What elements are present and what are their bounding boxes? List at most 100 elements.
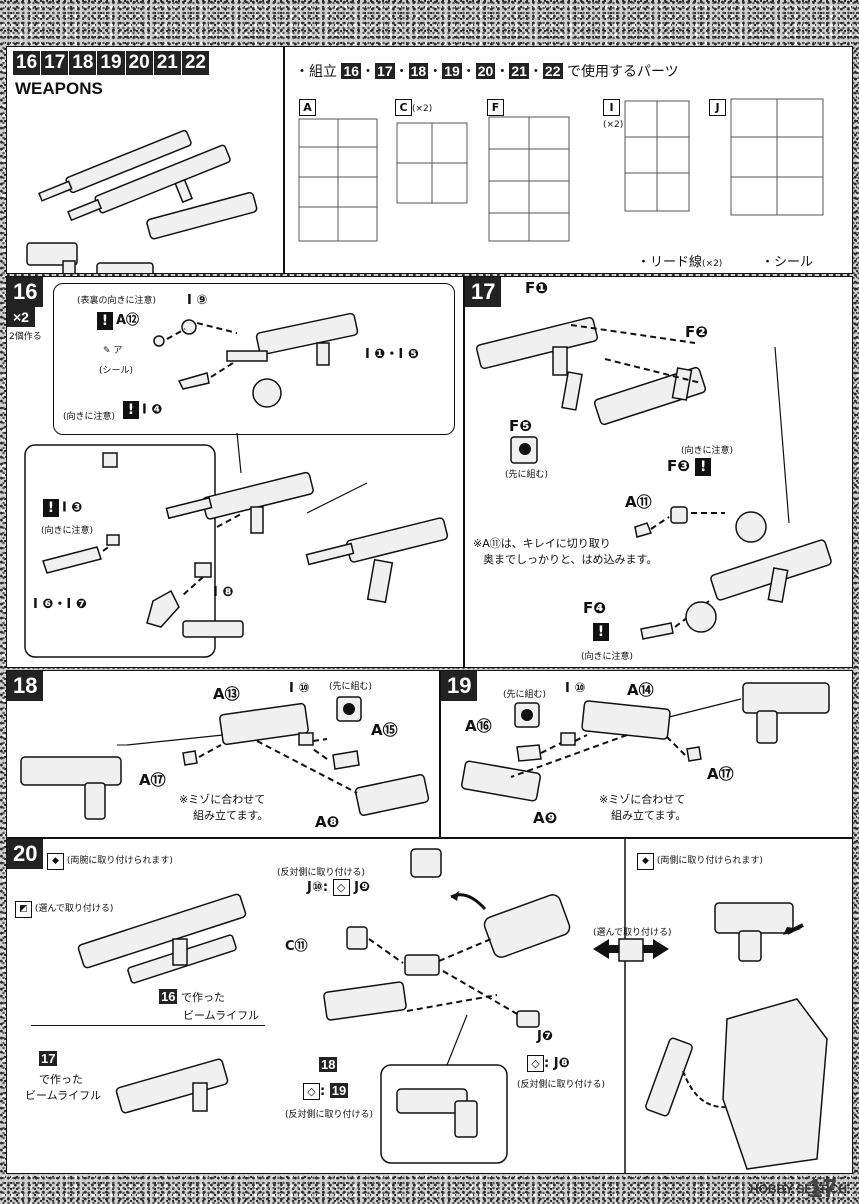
opposite-icon: ◇ bbox=[332, 879, 350, 896]
part-c11: C⑪ bbox=[285, 939, 308, 954]
note-a11-2: 奥までしっかりと、はめ込みます。 bbox=[483, 553, 658, 566]
part-f4: F❹ bbox=[583, 599, 606, 617]
runner-qty: (×2) bbox=[603, 120, 624, 130]
both-arms-note: ◆ (両腕に取り付けられます) bbox=[47, 853, 173, 870]
opposite-side-2: (反対側に取り付ける) bbox=[517, 1080, 606, 1090]
rifle-17-line2: ビームライフル bbox=[25, 1089, 102, 1102]
parts-step-19: 19 bbox=[442, 63, 462, 79]
both-arms-text: (両腕に取り付けられます) bbox=[66, 856, 173, 866]
j10-j9: J⑩: ◇ J❾ bbox=[307, 879, 370, 896]
rifle-17-step: 17 bbox=[39, 1051, 58, 1066]
runner-i: I(×2) bbox=[603, 99, 623, 130]
weapons-illustration bbox=[26, 129, 258, 273]
part-i6-i7: I ❻・I ❼ bbox=[33, 597, 87, 612]
step-num: 17 bbox=[41, 51, 69, 75]
parts-step-18: 18 bbox=[408, 63, 429, 79]
pre-assemble: (先に組む) bbox=[329, 682, 373, 692]
note-front-back: (表裏の向きに注意) bbox=[77, 296, 157, 306]
weapons-title: WEAPONS bbox=[15, 79, 103, 98]
step-17-panel: 17 F❶ F❷ F❺ (先に組む) (向きに注意) F❸ ! A⑪ ※A⑪は、… bbox=[464, 276, 853, 668]
note-line1: ※ミゾに合わせて bbox=[599, 793, 686, 806]
sides-icon: ◆ bbox=[637, 853, 654, 870]
runner-letter: J bbox=[709, 99, 726, 116]
hobby-search-watermark: HOBBY SEARCH bbox=[749, 1182, 847, 1196]
part-i10: I ⑩ bbox=[565, 681, 586, 696]
part-a17: A⑰ bbox=[139, 771, 166, 789]
step-num: 19 bbox=[97, 51, 125, 75]
step-18-panel: 18 A⑬ I ⑩ (先に組む) A⑮ A⑰ ※ミゾに合わせて 組み立てます。 … bbox=[6, 670, 440, 838]
part-label: J⑩ bbox=[307, 880, 323, 895]
note-direction-2: (向きに注意) bbox=[41, 526, 94, 536]
step-num: 20 bbox=[125, 51, 153, 75]
part-f5: F❺ bbox=[509, 417, 532, 435]
runner-qty: (×2) bbox=[412, 104, 433, 114]
runner-letter: A bbox=[299, 99, 316, 116]
part-a17: A⑰ bbox=[707, 765, 734, 783]
pre-assemble: (先に組む) bbox=[503, 690, 547, 700]
opposite-side: (反対側に取り付ける) bbox=[277, 868, 366, 878]
part-a16: A⑯ bbox=[465, 717, 492, 735]
both-sides-note: ◆ (両側に取り付けられます) bbox=[637, 853, 763, 870]
step-numbers: 16 17 18 19 20 21 22 bbox=[13, 51, 210, 75]
step-num: 16 bbox=[13, 51, 41, 75]
step-18-ref: 18 bbox=[319, 1057, 338, 1073]
parts-intro: ・組立 16・17・18・19・20・21・22 で使用するパーツ bbox=[295, 63, 679, 80]
step-18-ref-num: 18 bbox=[319, 1057, 338, 1072]
rifle-17-step-num: 17 bbox=[39, 1051, 58, 1066]
rifle-16-step: 16 bbox=[159, 989, 178, 1004]
choose-attach: ◩ (選んで取り付ける) bbox=[15, 901, 113, 918]
runner-a: A bbox=[299, 99, 316, 116]
step-num: 21 bbox=[153, 51, 181, 75]
part-a11: A⑪ bbox=[625, 493, 652, 511]
part-j7: J❼ bbox=[537, 1029, 553, 1044]
parts-step-16: 16 bbox=[341, 63, 362, 79]
divider bbox=[31, 1025, 265, 1026]
part-i10: I ⑩ bbox=[289, 681, 310, 696]
choose-icon: ◩ bbox=[15, 901, 32, 918]
part-i9: I ⑨ bbox=[187, 293, 208, 308]
weapons-title-panel: 16 17 18 19 20 21 22 WEAPONS bbox=[6, 46, 284, 274]
runner-c: C(×2) bbox=[395, 99, 432, 116]
part-a8: A❽ bbox=[315, 813, 340, 831]
rifle-16-name: ビームライフル bbox=[183, 1009, 260, 1022]
choose-attach-text: (選んで取り付ける) bbox=[34, 904, 114, 914]
j8-ref: ◇: J❽ bbox=[527, 1055, 570, 1072]
part-i8: I ❽ bbox=[213, 585, 234, 600]
part-a13: A⑬ bbox=[213, 685, 240, 703]
part-f1: F❶ bbox=[525, 279, 548, 297]
step-19-ref-num: 19 bbox=[329, 1083, 349, 1098]
part-a15: A⑮ bbox=[371, 721, 398, 739]
sticker-mark: ✎ ア bbox=[103, 346, 123, 356]
step-20-diagram bbox=[77, 839, 828, 1173]
rifle-17-line1: で作った bbox=[39, 1073, 83, 1086]
step-17-badge: 17 bbox=[465, 277, 502, 307]
step-20-badge: 20 bbox=[7, 839, 44, 869]
note-line2: 組み立てます。 bbox=[193, 809, 269, 822]
runner-j: J bbox=[709, 99, 726, 116]
warning-icon: ! bbox=[123, 401, 139, 419]
parts-step-21: 21 bbox=[509, 63, 529, 79]
runner-sprues bbox=[298, 98, 824, 242]
lead-wire-label: ・リード線 bbox=[637, 255, 703, 270]
parts-suffix: で使用するパーツ bbox=[566, 64, 679, 80]
sticker: ・シール bbox=[761, 255, 814, 270]
step-16-detail-bubble bbox=[53, 283, 455, 435]
step-16-make-two: 2個作る bbox=[9, 332, 42, 342]
step-18-badge: 18 bbox=[7, 671, 44, 701]
step-19-ref: ◇: 19 bbox=[303, 1083, 349, 1100]
lead-wire: ・リード線(×2) bbox=[637, 251, 722, 270]
part-i3: !I ❸ bbox=[43, 499, 82, 517]
sticker-label: (シール) bbox=[99, 366, 134, 376]
parts-step-22: 22 bbox=[542, 63, 563, 79]
step-17-diagram bbox=[475, 316, 832, 640]
part-a9: A❾ bbox=[533, 809, 558, 827]
opposite-icon: ◇ bbox=[303, 1083, 320, 1100]
note-line2: 組み立てます。 bbox=[611, 809, 687, 822]
parts-step-17: 17 bbox=[375, 63, 395, 79]
pre-assemble: (先に組む) bbox=[505, 470, 549, 480]
note-direction: (向きに注意) bbox=[681, 446, 734, 456]
part-f2: F❷ bbox=[685, 323, 708, 341]
step-19-badge: 19 bbox=[441, 671, 478, 701]
arm-icon: ◆ bbox=[47, 853, 64, 870]
parts-step-20: 20 bbox=[475, 63, 496, 79]
